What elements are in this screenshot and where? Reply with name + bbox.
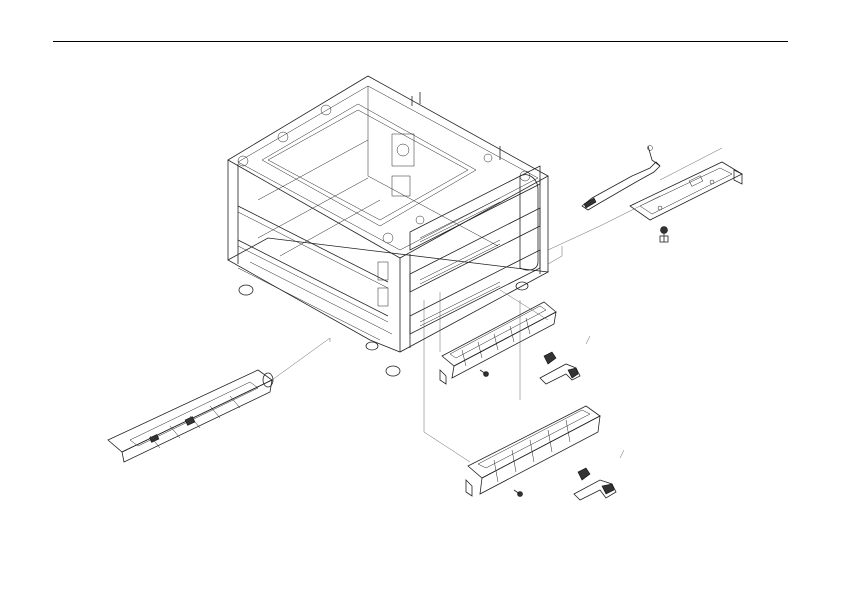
lower-screw <box>513 489 523 497</box>
lower-clip <box>577 467 591 481</box>
header-rule <box>53 41 788 42</box>
top-right-bracket-plate <box>629 161 743 221</box>
lower-guide-assembly <box>465 405 601 497</box>
middle-clip <box>543 351 557 365</box>
leader-lines <box>271 147 723 463</box>
middle-lever <box>539 363 581 385</box>
middle-screw <box>479 369 489 377</box>
top-right-screw <box>659 226 669 243</box>
middle-guide-assembly <box>439 301 557 385</box>
lower-lever <box>573 479 617 501</box>
caster <box>238 281 529 377</box>
left-paper-guide <box>107 369 274 463</box>
cabinet-frame <box>227 75 550 353</box>
top-right-lever-arm <box>581 145 661 211</box>
